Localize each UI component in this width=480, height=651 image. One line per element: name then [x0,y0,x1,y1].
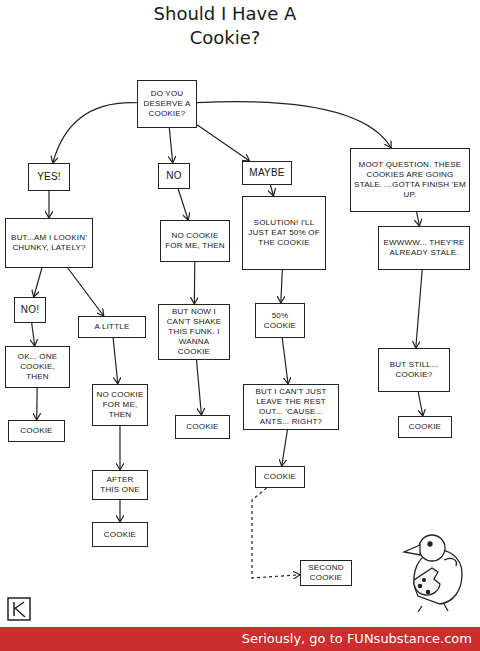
process-box: BUT STILL... COOKIE? [378,348,450,392]
box-text: BUT STILL... COOKIE? [382,360,446,380]
process-box: AFTER THIS ONE [92,470,148,500]
box-text: BUT I CAN'T JUST LEAVE THE REST OUT... '… [247,387,335,427]
flow-arrow [282,338,288,384]
flow-arrow [418,392,423,416]
box-text: OK... ONE COOKIE, THEN [9,352,66,382]
cookie-creature [404,535,462,612]
box-text: COOKIE [186,422,218,432]
box-text: COOKIE [409,422,441,432]
process-box: MOOT QUESTION. THESE COOKIES ARE GOING S… [350,148,470,212]
process-box: A LITTLE [78,316,146,338]
flow-arrow [281,270,283,303]
box-text: MOOT QUESTION. THESE COOKIES ARE GOING S… [354,160,466,200]
box-text: NO! [21,304,39,316]
flow-arrow [169,128,172,163]
flow-arrow [119,500,120,522]
process-box: COOKIE [175,415,230,439]
flow-arrow [194,262,196,304]
process-box: NO COOKIE FOR ME, THEN [92,384,148,426]
box-text: COOKIE [264,472,296,482]
box-text: NO [166,170,181,182]
box-text: NO COOKIE FOR ME, THEN [96,390,144,420]
process-box: 50% COOKIE [255,303,305,338]
process-box: BUT...AM I LOOKIN' CHUNKY, LATELY? [5,218,93,268]
process-box: COOKIE [92,522,148,547]
process-box: BUT NOW I CAN'T SHAKE THIS FUNK. I WANNA… [158,304,230,360]
flow-arrow [48,191,49,218]
flow-arrow [119,426,120,470]
box-text: SECOND COOKIE [304,563,348,583]
box-text: AFTER THIS ONE [96,475,144,495]
process-box: NO [158,163,190,189]
flow-arrow [252,488,300,578]
process-box: EWWWW... THEY'RE ALREADY STALE. [378,226,470,270]
flow-arrow [36,388,38,420]
flow-arrow [34,268,42,297]
flow-arrow [68,268,104,316]
process-box: DO YOU DESERVE A COOKIE? [137,80,197,128]
flow-arrow [178,189,188,220]
box-text: MAYBE [249,167,284,179]
flow-arrow [282,430,288,466]
watermark-text: Seriously, go to FUNsubstance.com [242,629,472,649]
process-box: SECOND COOKIE [300,560,352,586]
process-box: MAYBE [242,161,292,185]
flow-arrow [197,125,250,161]
box-text: COOKIE [104,530,136,540]
box-text: EWWWW... THEY'RE ALREADY STALE. [382,238,466,258]
box-text: SOLUTION! I'LL JUST EAT 50% OF THE COOKI… [246,218,322,248]
flow-arrow [270,185,273,196]
flow-arrow [197,360,202,415]
flow-arrow [417,212,420,226]
process-box: SOLUTION! I'LL JUST EAT 50% OF THE COOKI… [242,196,326,270]
box-text: BUT...AM I LOOKIN' CHUNKY, LATELY? [9,233,89,253]
box-text: DO YOU DESERVE A COOKIE? [141,89,193,119]
box-text: NO COOKIE FOR ME, THEN [164,231,226,251]
signature-logo [8,598,30,620]
flow-arrow [113,338,118,384]
box-text: A LITTLE [95,322,130,332]
flow-arrow [416,270,422,348]
process-box: COOKIE [8,420,65,442]
process-box: NO COOKIE FOR ME, THEN [160,220,230,262]
process-box: COOKIE [398,416,452,438]
process-box: NO! [14,297,46,323]
watermark-band [0,627,480,651]
flow-arrow [53,103,137,163]
process-box: YES! [28,163,70,191]
flow-arrow [197,102,391,148]
box-text: 50% COOKIE [259,311,301,331]
flow-arrow [32,323,35,346]
process-box: BUT I CAN'T JUST LEAVE THE REST OUT... '… [243,384,339,430]
box-text: YES! [37,171,61,183]
box-text: COOKIE [20,426,52,436]
chart-title: Should I Have A Cookie? [140,2,310,50]
process-box: COOKIE [255,466,305,488]
process-box: OK... ONE COOKIE, THEN [5,346,70,388]
box-text: BUT NOW I CAN'T SHAKE THIS FUNK. I WANNA… [162,307,226,357]
